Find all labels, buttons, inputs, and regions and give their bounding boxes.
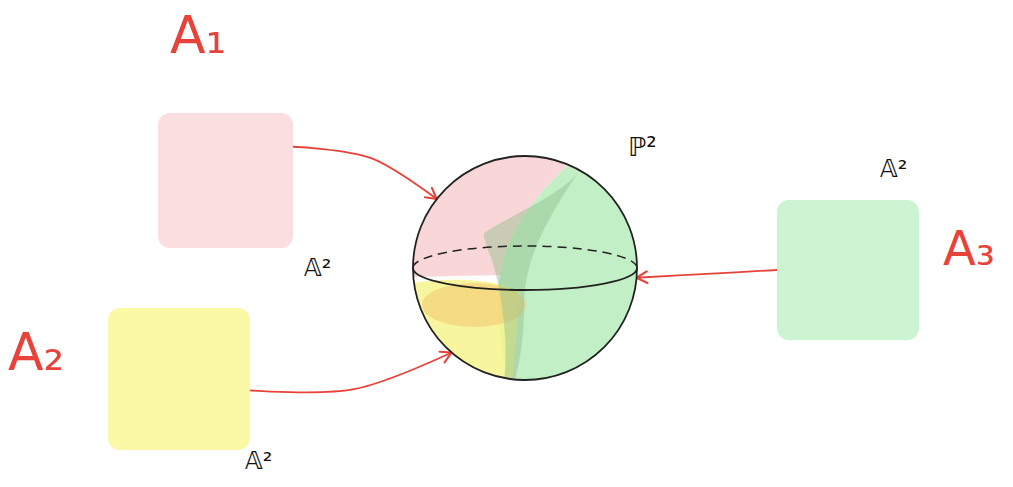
chart-label: A₁ — [170, 7, 226, 64]
equator-front — [413, 268, 637, 290]
chart-label: A₃ — [943, 222, 995, 275]
sphere-drawing — [412, 155, 638, 381]
mapping-arrow — [250, 353, 452, 393]
affine-chart-square: A₁𝔸² — [158, 113, 293, 248]
projective-plane-label: ℙ² — [628, 133, 657, 162]
chart-label: A₂ — [8, 324, 64, 381]
mapping-arrow — [637, 270, 777, 278]
equator-back — [413, 246, 637, 268]
overlap-strip — [484, 173, 578, 383]
affine-plane-label: 𝔸² — [245, 448, 272, 474]
mapping-arrow — [293, 147, 437, 199]
projective-plane-sphere: ℙ² — [412, 155, 638, 381]
affine-chart-square: 𝔸²A₃ — [777, 200, 919, 340]
sphere-outline — [413, 156, 637, 380]
affine-plane-label: 𝔸² — [304, 255, 331, 281]
affine-chart-square: A₂𝔸² — [108, 308, 250, 450]
affine-plane-label: 𝔸² — [880, 156, 907, 182]
